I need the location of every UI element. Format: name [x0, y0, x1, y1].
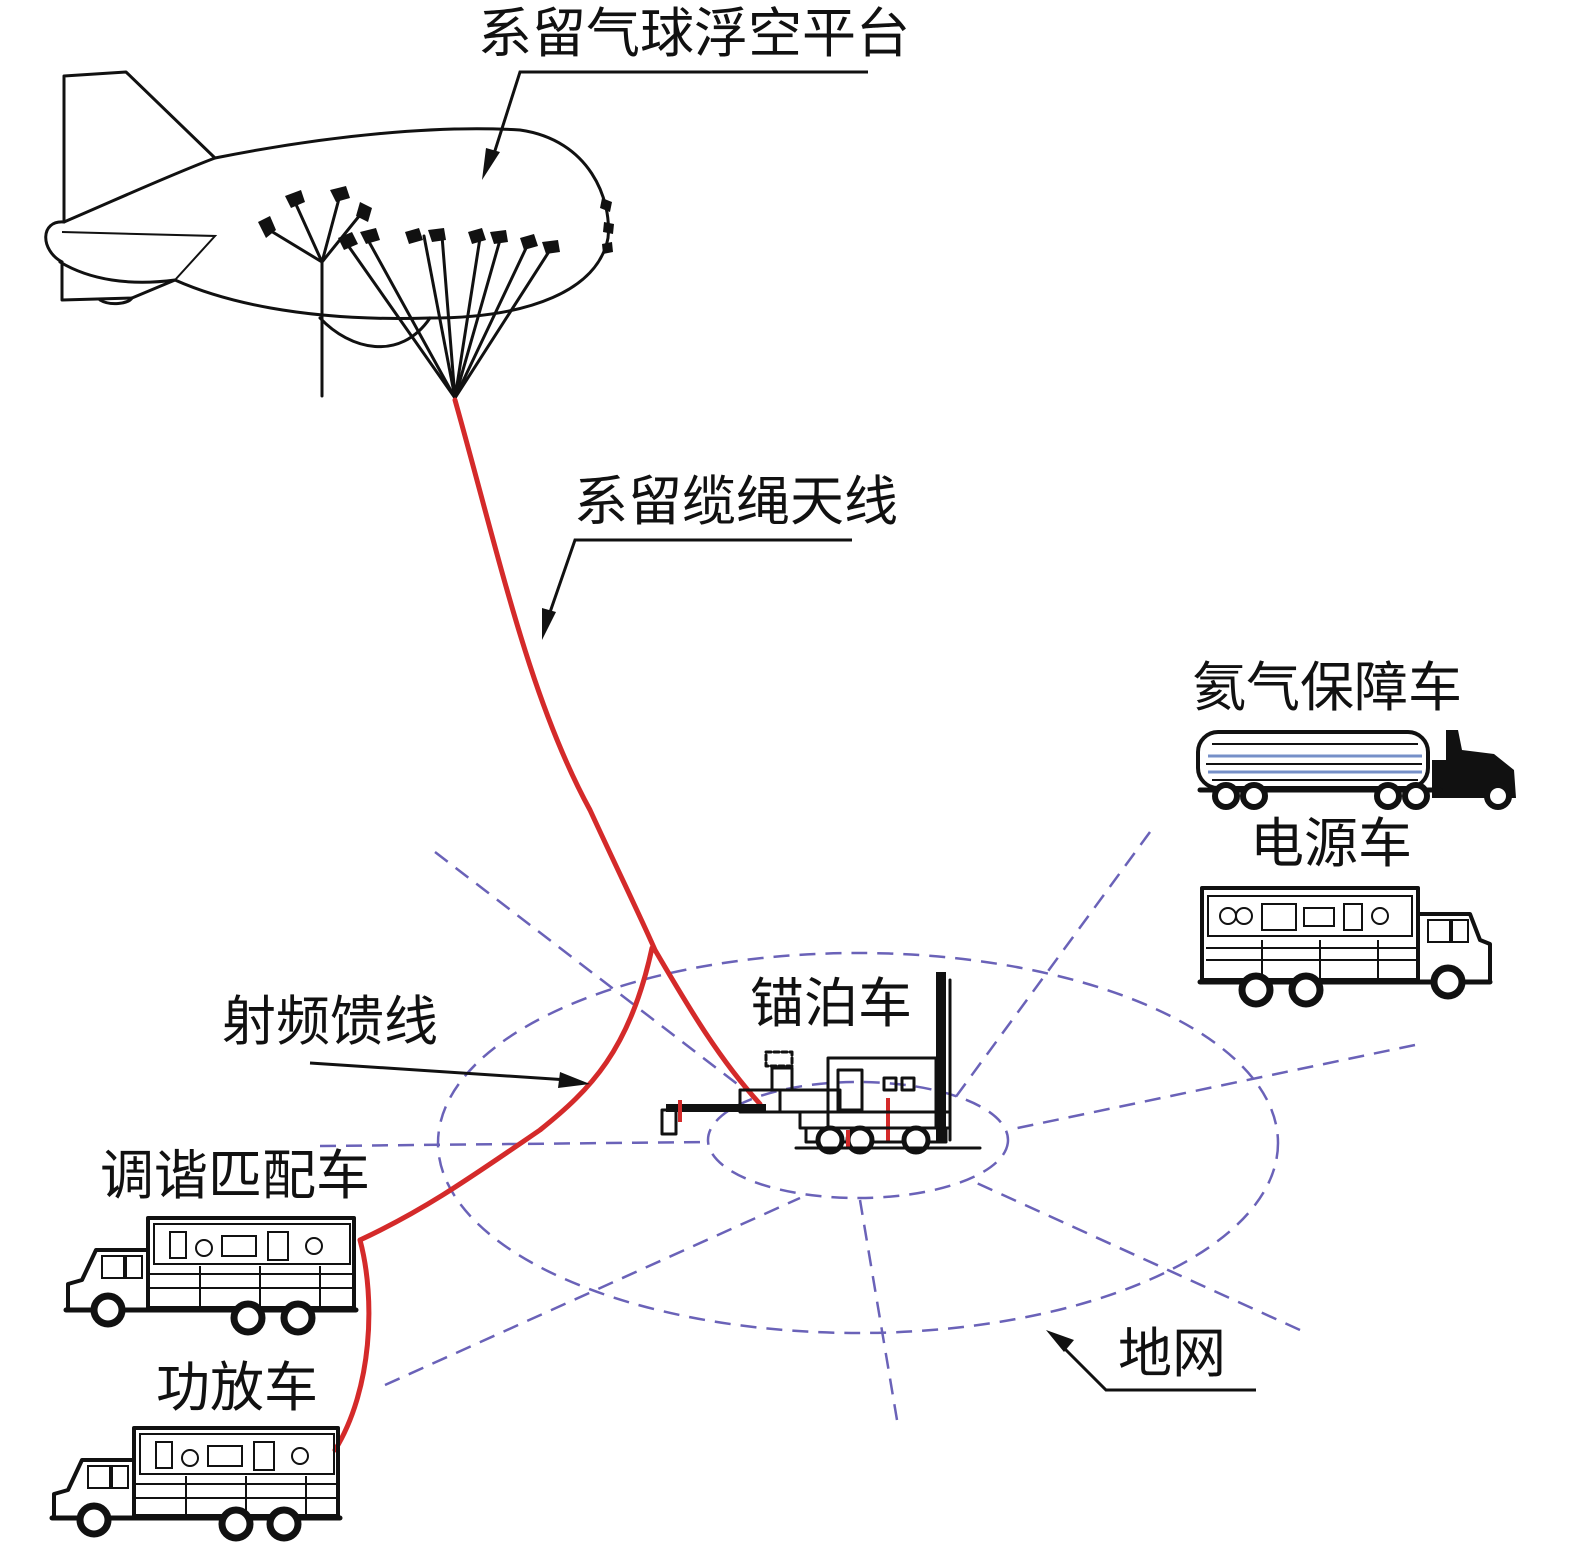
ground-net-radial	[319, 1140, 709, 1148]
tether-cable-antenna	[452, 397, 763, 1107]
label-power-truck: 电源车	[1250, 812, 1412, 875]
ground-net-radial	[434, 851, 746, 1091]
labels: 系留气球浮空平台 系留缆绳天线 氦气保障车 电源车 锚泊车 射频馈线 调谐匹配车…	[100, 2, 1462, 1419]
platform-arrow-head	[482, 148, 500, 180]
rf-feeder-leader-line	[309, 1061, 569, 1082]
ground-net-leader-line	[1058, 1342, 1256, 1392]
label-tether-antenna: 系留缆绳天线	[574, 470, 898, 533]
tether-leader-line	[546, 538, 852, 619]
tuning-truck-drawing	[63, 1216, 359, 1336]
power-truck-drawing	[1197, 886, 1493, 1008]
label-ground-net: 地网	[1118, 1322, 1226, 1385]
label-amplifier-truck: 功放车	[156, 1356, 318, 1419]
tether-arrow-head	[542, 608, 556, 640]
label-platform: 系留气球浮空平台	[478, 2, 910, 65]
ground-net-outer-ring	[436, 951, 1280, 1335]
label-rf-feeder: 射频馈线	[222, 990, 438, 1053]
amplifier-truck-drawing	[49, 1426, 343, 1542]
ground-net-radial	[858, 1199, 899, 1421]
ground-net-radial	[953, 831, 1152, 1099]
cables	[332, 397, 763, 1453]
label-tuning-truck: 调谐匹配车	[100, 1144, 370, 1207]
label-helium-truck: 氦气保障车	[1192, 656, 1462, 719]
leader-lines	[309, 70, 1256, 1392]
tethered-balloon-drawing	[44, 70, 614, 400]
ground-net-radial	[969, 1178, 1301, 1332]
ground-net-radial	[384, 1196, 801, 1387]
rf-feeder-cable	[357, 945, 655, 1243]
label-mooring-truck: 锚泊车	[750, 972, 912, 1035]
ground-net-inner-ring	[706, 1080, 1010, 1200]
rf-feeder-arrow-head	[558, 1072, 590, 1088]
ground-net-arrow-head	[1046, 1330, 1074, 1352]
mooring-truck-drawing	[660, 972, 982, 1155]
platform-leader-line	[490, 70, 868, 161]
ground-net	[319, 831, 1416, 1421]
amplifier-feed-cable	[332, 1237, 372, 1453]
ground-net-radial	[1007, 1043, 1416, 1132]
helium-truck-drawing	[1196, 730, 1516, 810]
